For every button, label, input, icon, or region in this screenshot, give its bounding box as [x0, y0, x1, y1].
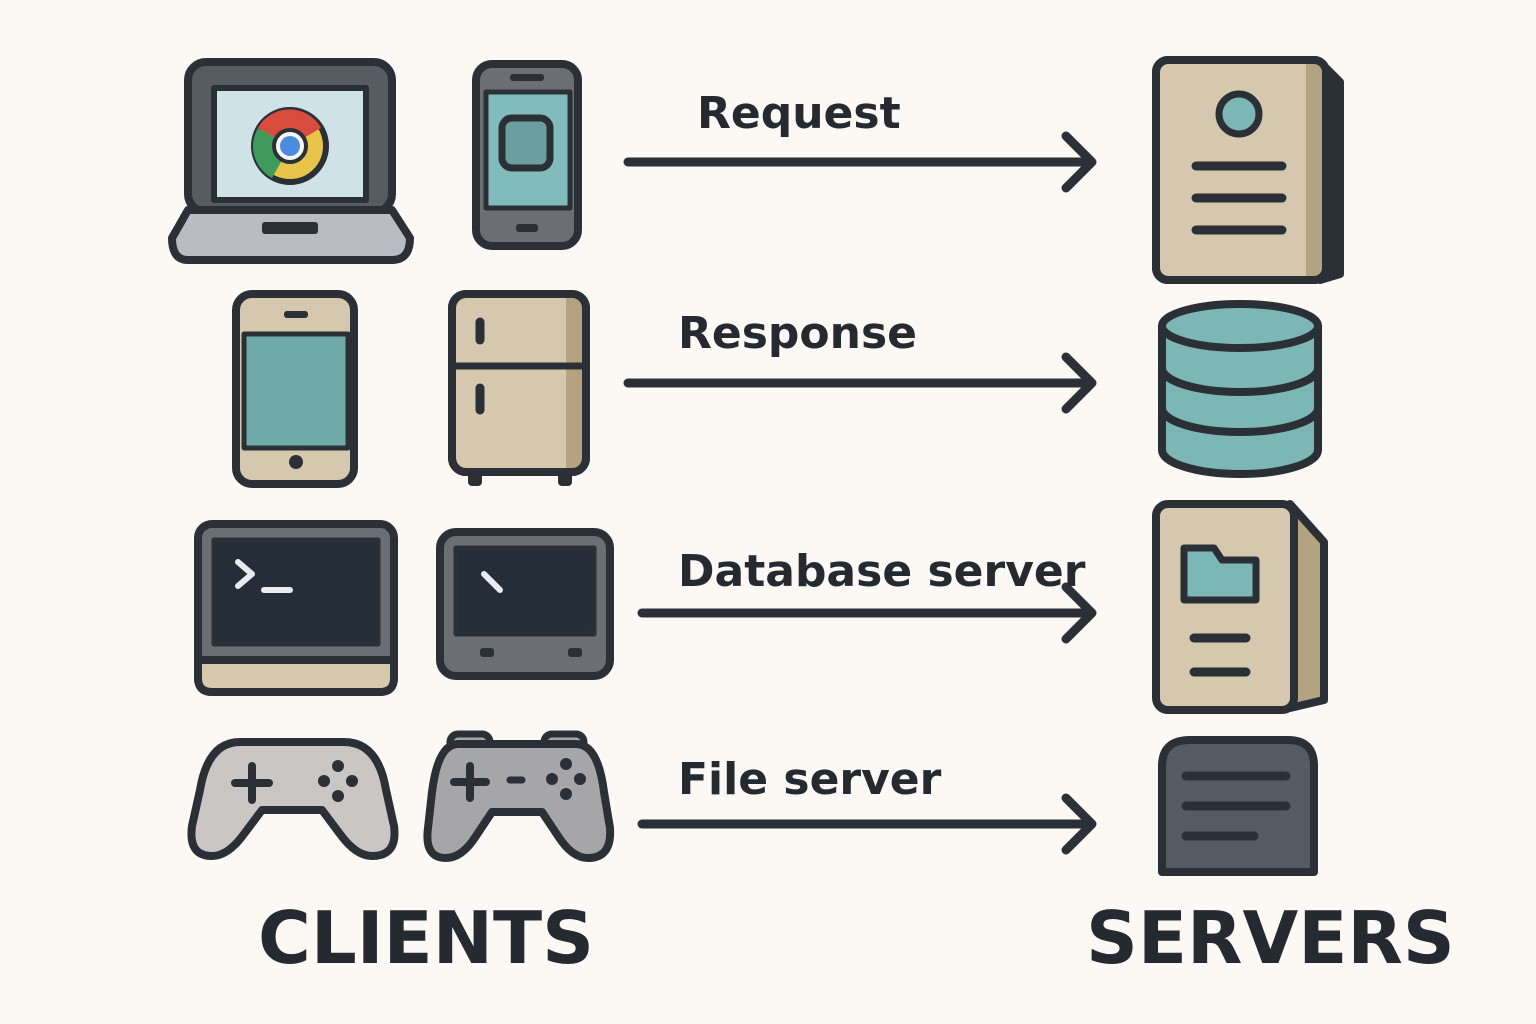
- server-unit-icon: [1158, 736, 1318, 876]
- database-server-arrow: [637, 582, 1097, 644]
- smartphone-icon: [472, 60, 582, 250]
- browser-logo-icon: [251, 107, 329, 185]
- response-label: Response: [678, 308, 917, 359]
- file-server-icon: [1152, 500, 1328, 714]
- laptop-browser-icon: [168, 58, 414, 264]
- clients-title: CLIENTS: [258, 896, 594, 980]
- database-icon: [1158, 300, 1322, 478]
- gamepad-icon: [187, 738, 399, 860]
- gamepad-icon: [423, 730, 615, 862]
- file-server-label: File server: [678, 754, 942, 805]
- smart-fridge-icon: [448, 290, 590, 486]
- tablet-phone-icon: [232, 290, 358, 488]
- app-server-icon: [1152, 56, 1344, 284]
- handheld-device-icon: [436, 528, 614, 680]
- response-arrow: [623, 352, 1097, 414]
- terminal-monitor-icon: [194, 520, 398, 696]
- request-arrow: [623, 131, 1097, 193]
- request-label: Request: [697, 88, 901, 139]
- database-server-label: Database server: [678, 546, 1086, 597]
- servers-title: SERVERS: [1086, 896, 1455, 980]
- file-server-arrow: [637, 793, 1097, 855]
